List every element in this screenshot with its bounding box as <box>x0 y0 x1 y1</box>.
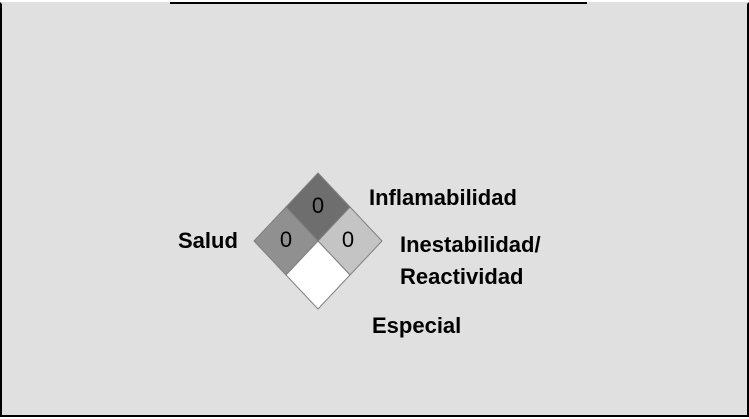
special-label: Especial <box>372 313 462 338</box>
flammability-rating: 0 <box>312 193 324 218</box>
flammability-label: Inflamabilidad <box>369 185 517 210</box>
instability-label: Inestabilidad/ Reactividad <box>400 229 541 293</box>
health-rating: 0 <box>280 227 292 252</box>
instability-label-line1: Inestabilidad/ <box>400 232 541 257</box>
special-quadrant <box>285 240 351 310</box>
instability-label-line2: Reactividad <box>400 264 524 289</box>
health-label: Salud <box>178 228 238 253</box>
instability-rating: 0 <box>342 227 354 252</box>
top-divider <box>170 2 587 4</box>
